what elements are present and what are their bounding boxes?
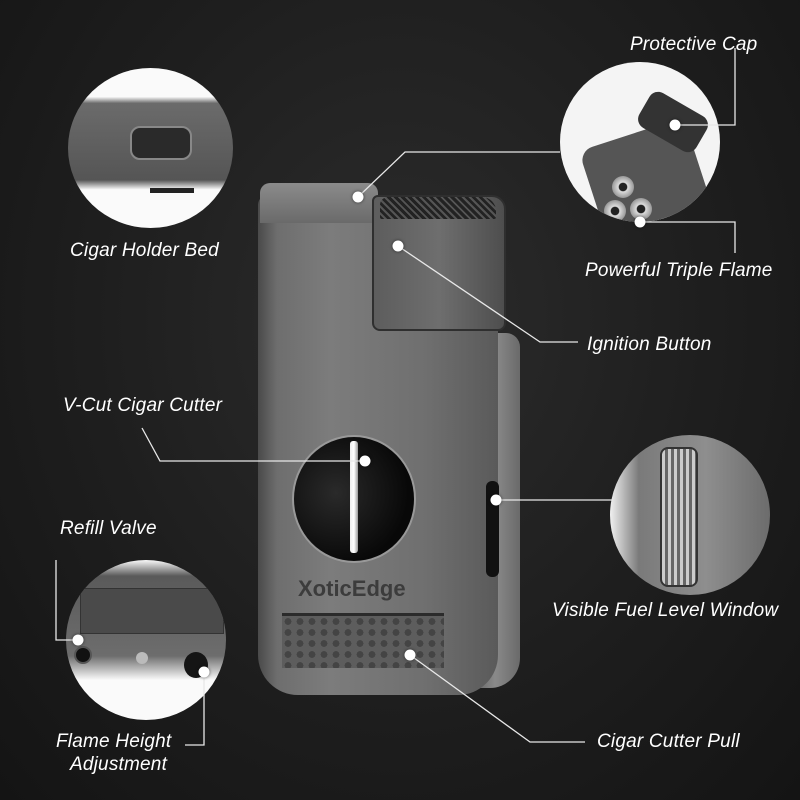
v-cut-cutter-marker: [359, 455, 371, 467]
label-v-cut-cigar-cutter: V-Cut Cigar Cutter: [63, 395, 223, 416]
holder-slot: [130, 126, 192, 160]
label-ignition-button: Ignition Button: [587, 334, 712, 355]
brand-logo: XoticEdge: [298, 576, 406, 601]
label-powerful-triple-flame: Powerful Triple Flame: [585, 260, 773, 281]
flame-height-marker: [198, 666, 210, 678]
burner-2: [604, 200, 626, 222]
label-visible-fuel-level-window: Visible Fuel Level Window: [552, 600, 779, 621]
protective-cap-part: [260, 183, 378, 223]
burner-1: [612, 176, 634, 198]
screw: [136, 652, 148, 664]
valve-port: [74, 646, 92, 664]
triple-flame-marker: [634, 216, 646, 228]
cigar-holder-bed-detail: [68, 68, 233, 228]
label-protective-cap: Protective Cap: [630, 34, 758, 55]
label-cigar-cutter-pull: Cigar Cutter Pull: [597, 731, 740, 752]
label-flame-height: Flame Height: [56, 731, 172, 752]
fuel-tank: [660, 447, 698, 587]
lighter-product: XoticEdge: [258, 183, 523, 698]
burner-3: [630, 198, 652, 220]
holder-vent: [150, 188, 194, 193]
cutter-blade: [350, 441, 358, 553]
flame-grill: [380, 197, 496, 219]
label-refill-valve: Refill Valve: [60, 518, 157, 539]
triple-flame-detail: [560, 62, 720, 222]
ignition-button-marker: [392, 240, 404, 252]
cutter-pull-marker: [404, 649, 416, 661]
protective-cap-marker: [669, 119, 681, 131]
label-adjustment: Adjustment: [70, 754, 168, 775]
label-cigar-holder-bed: Cigar Holder Bed: [70, 240, 219, 261]
cap-top-marker: [352, 191, 364, 203]
fuel-window-marker: [490, 494, 502, 506]
refill-valve-marker: [72, 634, 84, 646]
fuel-window-detail: [610, 435, 770, 595]
